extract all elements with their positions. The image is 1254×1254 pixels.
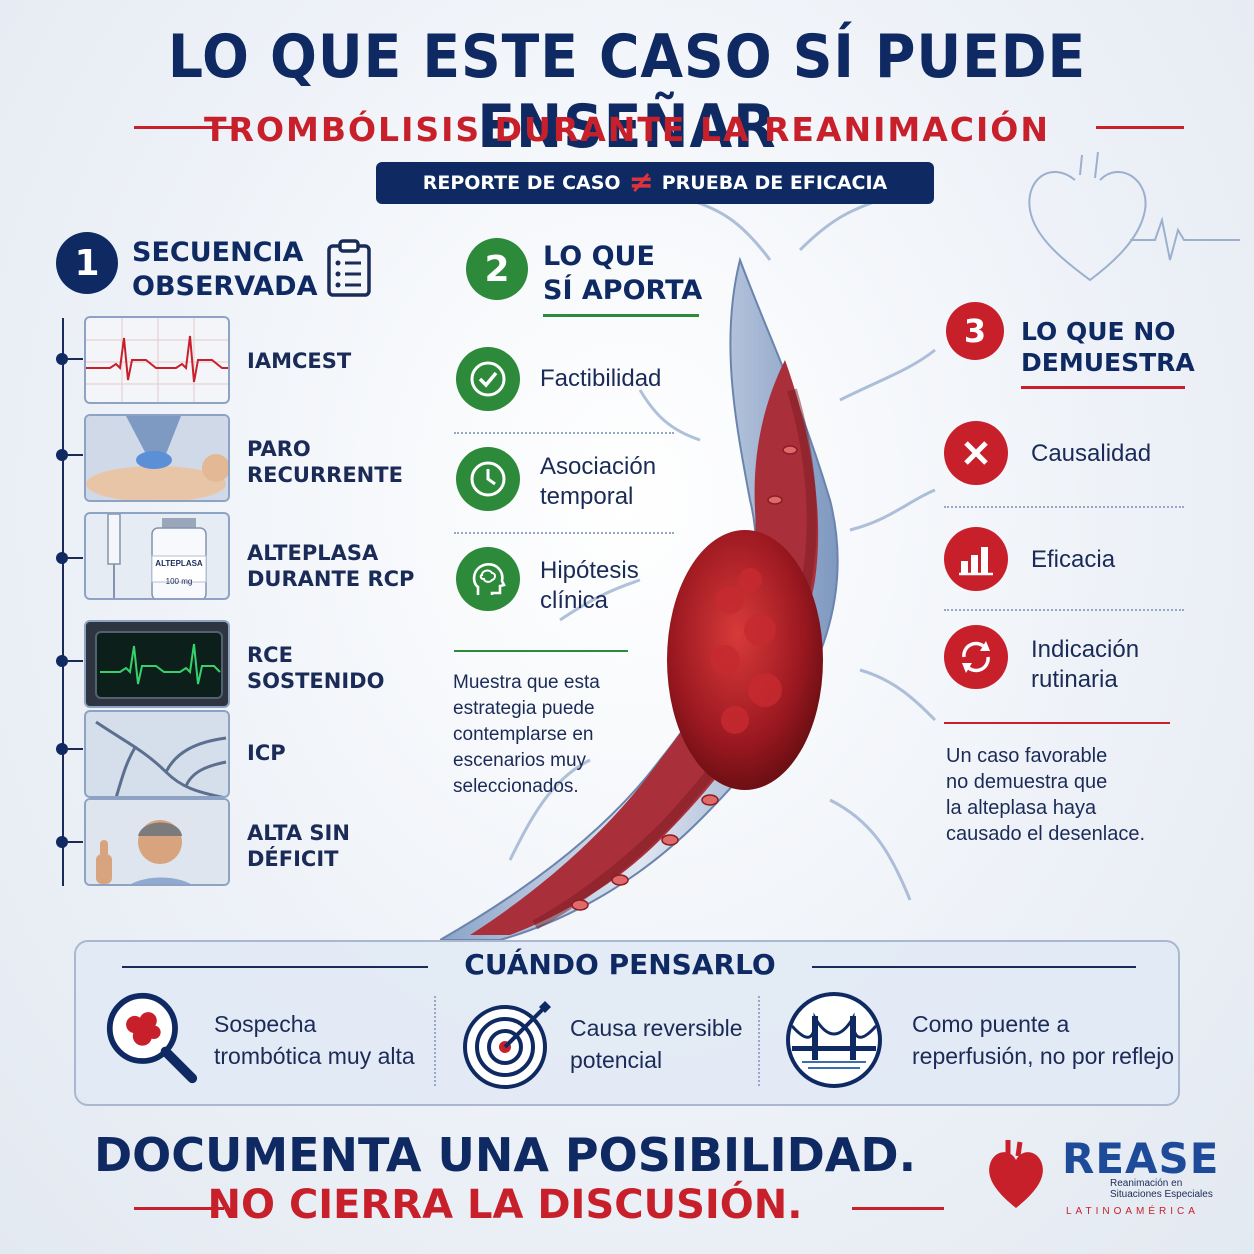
timeline-connector (63, 557, 83, 559)
section1-number: 1 (56, 232, 118, 294)
timeline-line (62, 318, 64, 886)
section2-number: 2 (466, 238, 528, 300)
subtitle-rule-right (1096, 126, 1184, 129)
timeline-connector (63, 358, 83, 360)
section2-note-rule (454, 650, 628, 652)
panel-divider (434, 996, 436, 1086)
footer-line-2: NO CIERRA LA DISCUSIÓN. (207, 1182, 803, 1228)
step-label-3: ALTEPLASA DURANTE RCP (247, 541, 415, 591)
divider (454, 532, 674, 534)
limitation-item-1: Causalidad (1031, 440, 1152, 467)
cycle-icon (944, 625, 1008, 689)
section3-note: Un caso favorable no demuestra que la al… (946, 745, 1146, 845)
divider (454, 432, 674, 434)
logo-name: REASE (1062, 1134, 1220, 1183)
section2-title: LO QUE SÍ APORTA (543, 241, 703, 306)
vial-label: ALTEPLASA (155, 559, 203, 568)
timeline-connector (63, 748, 83, 750)
clot-shape (667, 530, 823, 790)
timeline-dot (56, 655, 68, 667)
step-label-4: RCE SOSTENIDO (247, 643, 385, 693)
target-icon (460, 996, 556, 1092)
clipboard-icon (327, 239, 371, 297)
timeline-dot (56, 552, 68, 564)
divider (944, 609, 1184, 611)
panel-rule-left (122, 966, 428, 968)
magnifier-clot-icon (104, 990, 200, 1086)
vial-dose: 100 mg (165, 577, 193, 586)
page-subtitle: TROMBÓLISIS DURANTE LA REANIMACIÓN (204, 110, 1050, 149)
step-label-6: ALTA SIN DÉFICIT (247, 821, 350, 871)
step-label-2: PARO RECURRENTE (247, 437, 403, 487)
logo-region: LATINOAMÉRICA (1066, 1206, 1199, 1217)
panel-rule-right (812, 966, 1136, 968)
section3-underline (1021, 386, 1185, 389)
check-icon (456, 347, 520, 411)
footer-rule-right (852, 1207, 944, 1210)
when-item-3: Como puente a reperfusión, no por reflej… (912, 1011, 1175, 1069)
step-label-1: IAMCEST (247, 349, 352, 373)
step-label-5: ICP (247, 741, 286, 765)
timeline-connector (63, 660, 83, 662)
timeline-dot (56, 743, 68, 755)
section3-note-rule (944, 722, 1170, 724)
artery-illustration (440, 200, 937, 940)
divider (944, 506, 1184, 508)
section3-number: 3 (946, 302, 1004, 360)
logo-subtitle: Reanimación en Situaciones Especiales (1110, 1178, 1213, 1200)
heart-logo-icon (989, 1140, 1043, 1208)
section2-underline (543, 314, 699, 317)
limitation-item-3: Indicación rutinaria (1031, 636, 1140, 693)
section1-title: SECUENCIA OBSERVADA (132, 237, 318, 302)
when-item-1: Sospecha trombótica muy alta (214, 1011, 415, 1069)
patient-discharge-image (84, 798, 230, 886)
contribution-item-1: Factibilidad (540, 365, 662, 392)
limitation-item-2: Eficacia (1031, 546, 1116, 573)
cpr-image (84, 414, 230, 502)
panel-divider (758, 996, 760, 1086)
section2-note: Muestra que esta estrategia puede contem… (453, 672, 600, 797)
clock-icon (456, 447, 520, 511)
timeline-dot (56, 353, 68, 365)
badge-left-text: REPORTE DE CASO (422, 172, 621, 194)
footer-line-1: DOCUMENTA UNA POSIBILIDAD. (93, 1128, 917, 1182)
timeline-connector (63, 454, 83, 456)
contribution-item-2: Asociación temporal (540, 453, 657, 510)
timeline-connector (63, 841, 83, 843)
contribution-item-3: Hipótesis clínica (540, 557, 639, 614)
page-title: LO QUE ESTE CASO SÍ PUEDE ENSEÑAR (167, 22, 1087, 162)
section3-title: LO QUE NO DEMUESTRA (1021, 317, 1195, 377)
pci-angiogram-image (84, 710, 230, 798)
alteplase-vial-image: ALTEPLASA 100 mg (84, 512, 230, 600)
monitor-rosc-image (84, 620, 230, 708)
case-vs-trial-badge: REPORTE DE CASO ≠ PRUEBA DE EFICACIA (376, 162, 934, 204)
brain-head-icon (456, 547, 520, 611)
timeline-dot (56, 449, 68, 461)
badge-right-text: PRUEBA DE EFICACIA (661, 172, 888, 194)
not-equal-icon: ≠ (628, 165, 654, 200)
when-title: CUÁNDO PENSARLO (464, 948, 776, 981)
subtitle-rule-left (134, 126, 238, 129)
bridge-icon (786, 992, 882, 1088)
timeline-dot (56, 836, 68, 848)
bar-chart-icon (944, 527, 1008, 591)
heart-sketch-icon (1028, 151, 1240, 282)
footer-rule-left (134, 1207, 224, 1210)
x-icon (944, 421, 1008, 485)
when-item-2: Causa reversible potencial (570, 1015, 743, 1073)
ecg-stemi-image (84, 316, 230, 404)
